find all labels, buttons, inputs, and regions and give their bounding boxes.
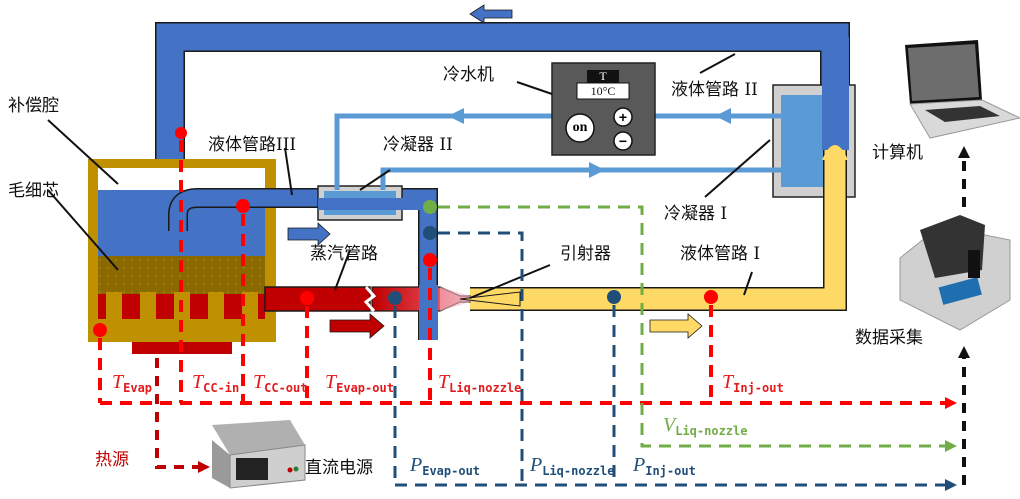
cooling-water-supply (380, 167, 785, 190)
label-heat-source: 热源 (95, 450, 129, 470)
sensor-T-inj-out: TInj-out (722, 371, 784, 395)
sensor-T-liq-nozzle: TLiq-nozzle (438, 371, 522, 395)
label-compensation-chamber: 补偿腔 (8, 96, 59, 116)
label-condenser-2: 冷凝器 II (383, 135, 453, 155)
chiller-on-button[interactable]: on (572, 120, 588, 135)
flow-arrow-liquid3 (287, 222, 331, 246)
label-condenser-1: 冷凝器 I (664, 204, 728, 224)
sensor-T-cc-in: TCC-in (192, 371, 240, 395)
label-computer: 计算机 (872, 143, 923, 163)
cooling-water-return (334, 113, 552, 190)
label-data-acquisition: 数据采集 (855, 328, 923, 348)
flow-arrow-vapor (329, 313, 385, 339)
sensor-T-evap-out: TEvap-out (325, 371, 394, 395)
sensor-T-cc-out: TCC-out (253, 371, 308, 395)
dc-power-supply (212, 420, 306, 489)
chiller-temperature-display: 10°C (590, 84, 616, 98)
chiller-display-header: T (599, 69, 607, 83)
label-ejector: 引射器 (560, 244, 611, 264)
laptop-icon (905, 40, 1020, 139)
label-liquid-line-1: 液体管路 I (680, 244, 761, 264)
sensor-T-evap: TEvap (112, 371, 153, 395)
sensor-P-evap-out: PEvap-out (410, 454, 481, 478)
label-capillary-wick: 毛细芯 (8, 181, 59, 201)
label-liquid-line-2: 液体管路 II (671, 80, 758, 100)
label-dc-power: 直流电源 (305, 458, 373, 478)
chiller-minus-button[interactable]: − (618, 133, 628, 149)
temperature-sensors (93, 127, 718, 337)
sensor-V-liq-nozzle: VLiq-nozzle (663, 414, 748, 438)
sensor-P-inj-out: PInj-out (633, 454, 696, 478)
label-vapor-line: 蒸汽管路 (310, 244, 378, 264)
flow-arrow-top (469, 4, 513, 24)
flow-arrow-liquid1 (649, 313, 703, 339)
sensor-P-liq-nozzle: PLiq-nozzle (530, 454, 615, 478)
label-chiller: 冷水机 (443, 65, 494, 85)
data-acquisition-device (899, 215, 1011, 331)
chiller-plus-button[interactable]: + (618, 109, 628, 125)
label-liquid-line-3: 液体管路III (208, 135, 297, 155)
